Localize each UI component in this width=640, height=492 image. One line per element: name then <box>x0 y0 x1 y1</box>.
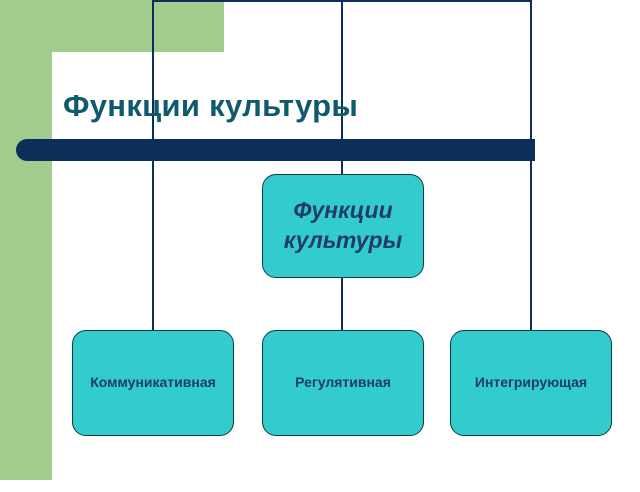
background-green-bar <box>0 0 52 480</box>
child-node-regulative: Регулятивная <box>262 330 424 436</box>
root-node-culture-functions: Функции культуры <box>262 174 424 278</box>
child-node-communicative: Коммуникативная <box>72 330 234 436</box>
child-node-label: Регулятивная <box>295 374 391 391</box>
child-node-label: Коммуникативная <box>90 374 216 391</box>
child-node-integrative: Интегрирующая <box>450 330 612 436</box>
slide-title: Функции культуры <box>63 88 359 123</box>
background-green-corner <box>0 0 224 52</box>
child-node-label: Интегрирующая <box>474 374 588 391</box>
title-underline-bar <box>16 139 535 161</box>
root-node-label: Функции культуры <box>283 197 403 253</box>
